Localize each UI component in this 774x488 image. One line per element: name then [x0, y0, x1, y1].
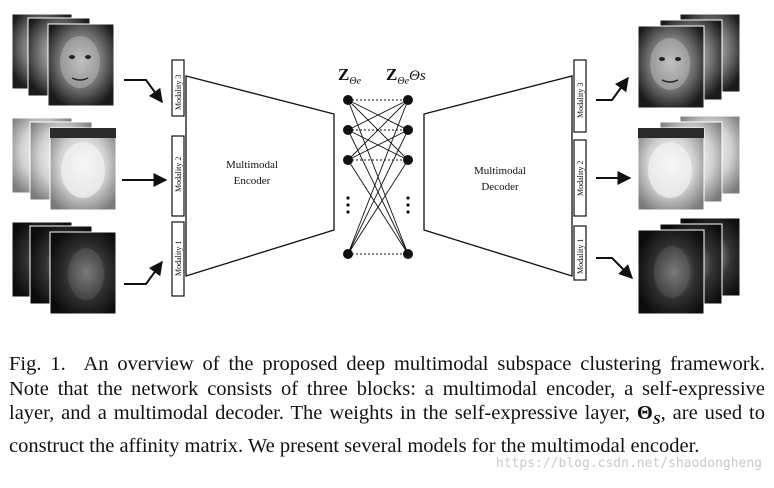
decoder-modality-bars [573, 59, 587, 281]
svg-text:ZΘe: ZΘe [338, 65, 362, 87]
caption-text-1: An overview of the proposed deep multimo… [9, 353, 766, 424]
z-theta-label: Z [386, 65, 397, 84]
watermark: https://blog.csdn.net/shaodongheng [495, 456, 762, 471]
encoder-label-line1: Multimodal [226, 159, 278, 171]
input-stack-modality-1 [11, 221, 117, 315]
z-theta-suffix: Θs [409, 68, 426, 84]
input-stack-modality-2 [11, 117, 117, 211]
input-stack-modality-3 [11, 13, 115, 107]
z-label: Z [338, 65, 349, 84]
self-expressive-layer [343, 95, 413, 259]
modality-label-enc-2: Modality 2 [174, 157, 183, 192]
output-arrows [596, 76, 633, 279]
svg-text:ZΘeΘs: ZΘeΘs [386, 65, 426, 87]
fig-label: Fig. 1. [9, 353, 66, 375]
modality-label-enc-1: Modality 1 [174, 241, 183, 276]
figure-caption: Fig. 1. An overview of the proposed deep… [9, 352, 765, 458]
theta-symbol: Θ [636, 402, 653, 424]
network-diagram: Modality 3 Modality 2 Modality 1 Multimo… [11, 13, 741, 315]
input-arrows [122, 79, 168, 285]
modality-label-enc-3: Modality 3 [174, 75, 183, 110]
decoder-label-line1: Multimodal [474, 165, 526, 177]
encoder-block [185, 75, 335, 277]
output-stack-modality-3 [637, 13, 741, 109]
encoder-label-line2: Encoder [234, 175, 271, 187]
caption-text-2: , are used to construct the affinity mat… [9, 402, 766, 457]
output-stack-modality-2 [637, 115, 741, 211]
z-theta-sub: Θe [397, 76, 409, 87]
encoder-modality-bars [171, 59, 185, 297]
modality-label-dec-2: Modality 2 [576, 161, 585, 196]
modality-label-dec-3: Modality 3 [576, 83, 585, 118]
decoder-block [423, 75, 573, 277]
decoder-label-line2: Decoder [481, 181, 519, 193]
figure: Modality 3 Modality 2 Modality 1 Multimo… [11, 13, 741, 315]
output-stack-modality-1 [637, 217, 741, 315]
modality-label-dec-1: Modality 1 [576, 239, 585, 274]
z-sub: Θe [349, 76, 361, 87]
theta-subscript: S [652, 413, 661, 429]
